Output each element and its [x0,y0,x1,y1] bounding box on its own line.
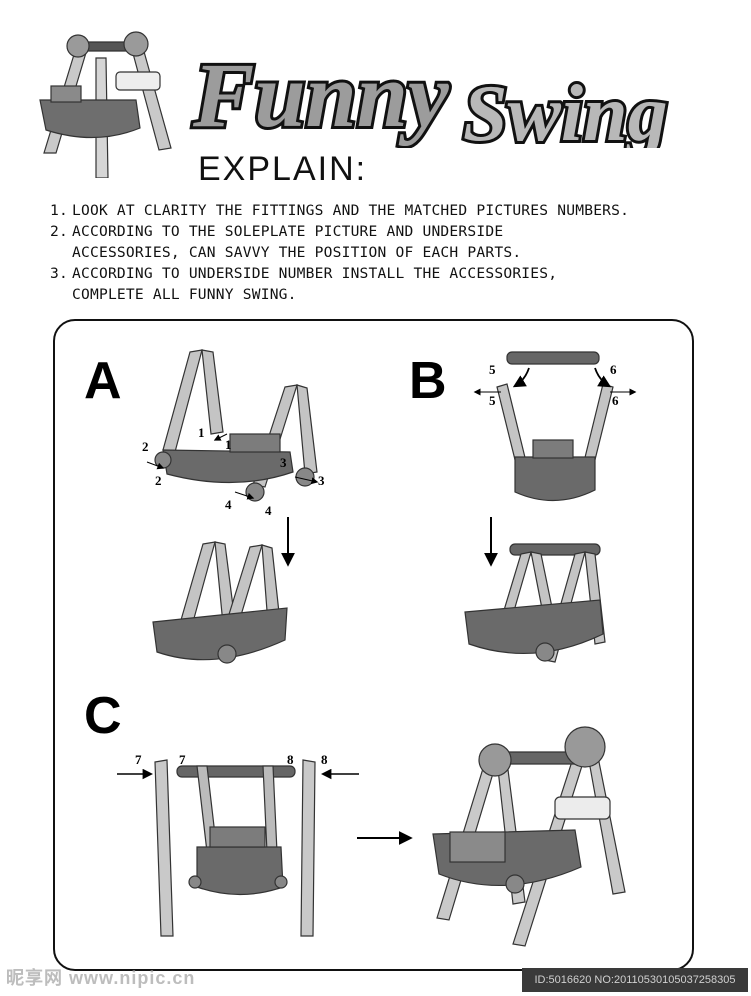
step-b-parts-illustration [496,351,614,502]
callout-number: 1 [225,437,232,452]
step-b-result-illustration [464,543,606,663]
step-a-label: A [84,352,122,410]
callout-number: 7 [135,752,142,767]
callout-number: 1 [198,425,205,440]
callout-number: 3 [318,473,325,488]
instruction-text: ACCORDING TO THE SOLEPLATE PICTURE AND U… [72,223,522,261]
callout-number: 5 [489,362,496,377]
instruction-item: 2. ACCORDING TO THE SOLEPLATE PICTURE AN… [50,221,730,263]
logo-word-funny: Funny [192,44,450,146]
step-c-label: C [84,687,122,745]
finished-swing-illustration [432,726,626,947]
explain-heading: EXPLAIN: [198,150,368,188]
callout-number: 6 [612,393,619,408]
callout-number: 7 [179,752,186,767]
callout-number: 3 [280,455,287,470]
callout-number: 5 [489,393,496,408]
callout-number: 8 [287,752,294,767]
instruction-text: ACCORDING TO UNDERSIDE NUMBER INSTALL TH… [72,265,558,303]
instruction-number: 2. [50,223,68,240]
watermark-site: 昵享网 www.nipic.cn [6,968,196,988]
instruction-item: 1. LOOK AT CLARITY THE FITTINGS AND THE … [50,200,730,221]
assembly-panel [53,319,694,971]
instruction-number: 3. [50,265,68,282]
step-a-result-illustration [152,541,288,664]
callout-number: 4 [265,503,272,518]
callout-number: 6 [610,362,617,377]
watermark-id: ID:5016620 NO:20110530105037258305 [522,968,748,992]
callout-number: 2 [142,439,149,454]
callout-number: 4 [225,497,232,512]
step-a-callouts [146,433,319,500]
logo-word-swing: Swing [463,70,668,148]
header-swing-illustration [39,31,172,178]
logo-title: Funny Swing [189,41,671,148]
callout-number: 8 [321,752,328,767]
instruction-item: 3. ACCORDING TO UNDERSIDE NUMBER INSTALL… [50,263,730,305]
instruction-number: 1. [50,202,68,219]
instructions-list: 1. LOOK AT CLARITY THE FITTINGS AND THE … [50,200,730,305]
callout-number: 2 [155,473,162,488]
step-c-parts-illustration [154,759,316,937]
instruction-text: LOOK AT CLARITY THE FITTINGS AND THE MAT… [72,202,630,219]
assembly-illustrations [117,349,637,947]
step-b-callouts [473,367,637,396]
step-a-parts-illustration [154,349,318,502]
step-b-label: B [409,352,447,410]
